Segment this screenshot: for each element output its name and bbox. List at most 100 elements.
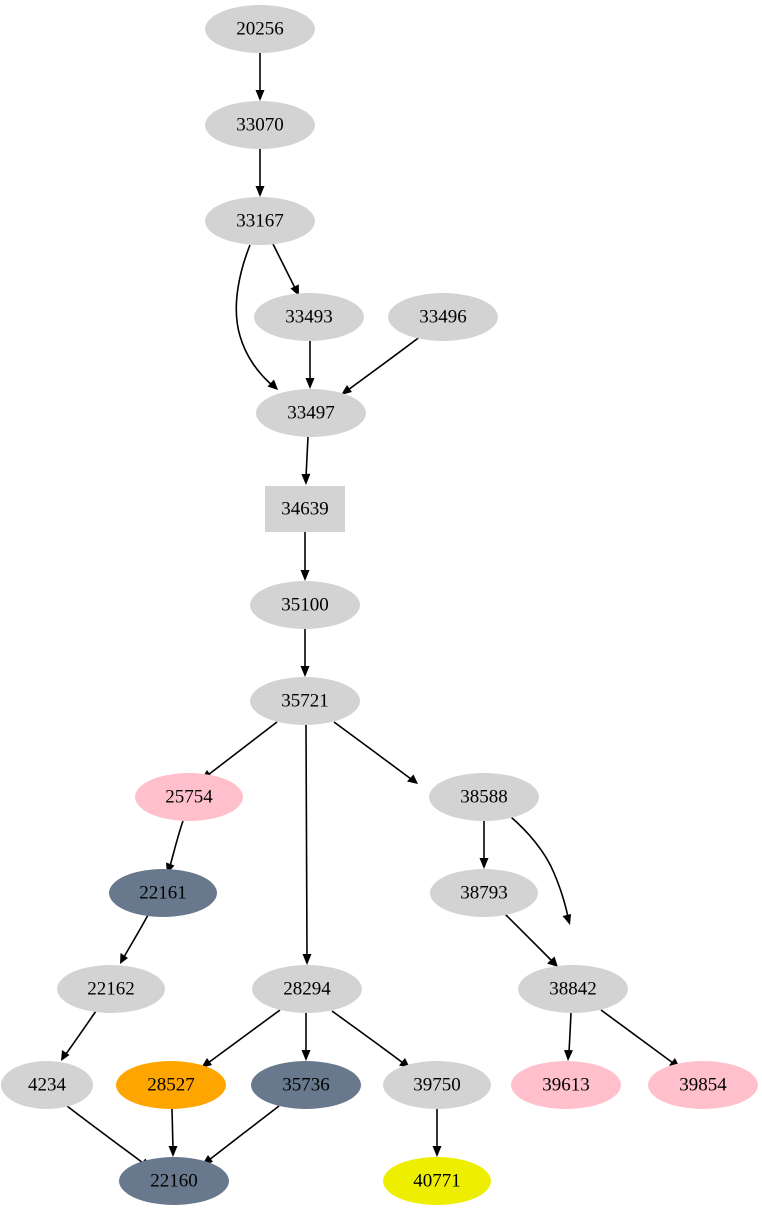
- node-22160[interactable]: 22160: [119, 1157, 229, 1205]
- arrowhead-icon: [301, 1050, 311, 1061]
- edge-33167-to-33497: [235, 244, 278, 390]
- edge-22162-to-4234: [61, 1010, 97, 1061]
- node-40771[interactable]: 40771: [383, 1157, 491, 1205]
- edge-33493-to-33497: [305, 341, 315, 389]
- edge-38588-to-38793: [479, 821, 489, 869]
- node-33497[interactable]: 33497: [256, 389, 366, 437]
- node-22161[interactable]: 22161: [109, 869, 217, 917]
- node-38842[interactable]: 38842: [518, 965, 628, 1013]
- edge-line: [123, 914, 149, 958]
- node-shape-ellipse[interactable]: [135, 773, 243, 821]
- node-shape-ellipse[interactable]: [116, 1061, 226, 1109]
- node-shape-ellipse[interactable]: [57, 965, 165, 1013]
- edges-layer: [61, 53, 680, 1168]
- node-20256[interactable]: 20256: [205, 5, 315, 53]
- node-shape-ellipse[interactable]: [205, 5, 315, 53]
- node-shape-ellipse[interactable]: [252, 965, 362, 1013]
- arrowhead-icon: [562, 914, 571, 925]
- node-shape-box[interactable]: [265, 486, 345, 532]
- edge-line: [208, 1105, 280, 1161]
- arrowhead-icon: [407, 774, 418, 784]
- node-28294[interactable]: 28294: [252, 965, 362, 1013]
- edge-35721-to-38588: [333, 721, 418, 784]
- node-33070[interactable]: 33070: [205, 101, 315, 149]
- arrowhead-icon: [301, 473, 311, 485]
- node-shape-ellipse[interactable]: [250, 677, 360, 725]
- node-35736[interactable]: 35736: [251, 1061, 361, 1109]
- edge-28294-to-28527: [201, 1009, 281, 1068]
- node-shape-ellipse[interactable]: [383, 1157, 491, 1205]
- node-25754[interactable]: 25754: [135, 773, 243, 821]
- node-shape-ellipse[interactable]: [430, 869, 538, 917]
- arrowhead-icon: [255, 90, 265, 101]
- node-shape-ellipse[interactable]: [518, 965, 628, 1013]
- edge-line: [331, 1010, 404, 1064]
- node-38588[interactable]: 38588: [429, 773, 539, 821]
- edge-39750-to-40771: [432, 1109, 442, 1157]
- node-33496[interactable]: 33496: [388, 293, 498, 341]
- arrowhead-icon: [305, 378, 315, 389]
- node-shape-ellipse[interactable]: [119, 1157, 229, 1205]
- node-33167[interactable]: 33167: [205, 197, 315, 245]
- arrowhead-icon: [341, 385, 352, 395]
- node-shape-ellipse[interactable]: [648, 1061, 758, 1109]
- arrowhead-icon: [564, 1050, 573, 1061]
- node-shape-ellipse[interactable]: [429, 773, 539, 821]
- edge-line: [305, 724, 308, 958]
- arrowhead-icon: [432, 1146, 442, 1157]
- node-35100[interactable]: 35100: [250, 581, 360, 629]
- arrowhead-icon: [255, 186, 265, 197]
- node-39613[interactable]: 39613: [511, 1061, 621, 1109]
- node-22162[interactable]: 22162: [57, 965, 165, 1013]
- arrowhead-icon: [168, 1146, 178, 1157]
- edge-20256-to-33070: [255, 53, 265, 101]
- node-shape-ellipse[interactable]: [250, 581, 360, 629]
- node-34639[interactable]: 34639: [265, 486, 345, 532]
- edge-33070-to-33167: [255, 149, 265, 197]
- node-shape-ellipse[interactable]: [256, 389, 366, 437]
- node-39750[interactable]: 39750: [383, 1061, 491, 1109]
- edge-line: [66, 1105, 144, 1164]
- edge-line: [510, 816, 569, 918]
- node-shape-ellipse[interactable]: [383, 1061, 491, 1109]
- arrowhead-icon: [300, 666, 310, 677]
- edge-line: [504, 913, 553, 962]
- node-shape-ellipse[interactable]: [511, 1061, 621, 1109]
- node-28527[interactable]: 28527: [116, 1061, 226, 1109]
- arrowhead-icon: [290, 284, 299, 296]
- node-shape-ellipse[interactable]: [251, 1061, 361, 1109]
- arrowhead-icon: [61, 1050, 70, 1061]
- edge-28294-to-35736: [301, 1013, 311, 1061]
- node-shape-ellipse[interactable]: [205, 101, 315, 149]
- node-33493[interactable]: 33493: [254, 293, 364, 341]
- edge-35721-to-28294: [302, 724, 312, 965]
- edge-28527-to-22160: [168, 1108, 178, 1157]
- edge-line: [305, 436, 309, 478]
- edge-33496-to-33497: [341, 335, 422, 395]
- edge-line: [65, 1010, 97, 1055]
- arrowhead-icon: [547, 956, 558, 967]
- arrowhead-icon: [120, 953, 128, 964]
- node-4234[interactable]: 4234: [1, 1061, 93, 1109]
- node-35721[interactable]: 35721: [250, 677, 360, 725]
- node-39854[interactable]: 39854: [648, 1061, 758, 1109]
- node-shape-ellipse[interactable]: [254, 293, 364, 341]
- edge-35100-to-35721: [300, 629, 310, 677]
- node-shape-ellipse[interactable]: [109, 869, 217, 917]
- node-shape-ellipse[interactable]: [205, 197, 315, 245]
- edge-line: [169, 820, 184, 867]
- node-shape-ellipse[interactable]: [1, 1061, 93, 1109]
- node-shape-ellipse[interactable]: [388, 293, 498, 341]
- edge-line: [347, 335, 422, 391]
- arrowhead-icon: [267, 379, 278, 390]
- edge-33167-to-33493: [272, 243, 299, 296]
- edge-38842-to-39613: [564, 1012, 573, 1061]
- node-38793[interactable]: 38793: [430, 869, 538, 917]
- edge-line: [333, 721, 412, 780]
- edge-line: [171, 1108, 174, 1150]
- edge-34639-to-35100: [300, 532, 310, 581]
- edge-line: [272, 243, 296, 289]
